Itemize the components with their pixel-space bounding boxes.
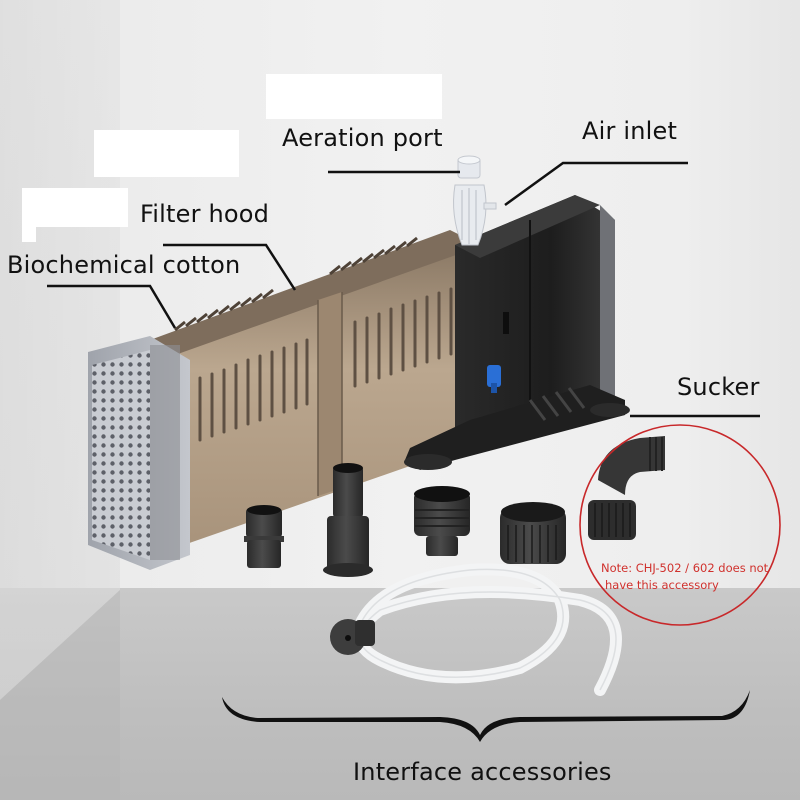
air-tube bbox=[354, 563, 622, 696]
note-line-1: Note: CHJ-502 / 602 does not bbox=[601, 561, 769, 575]
red-circle-highlight bbox=[579, 424, 781, 626]
label-aeration-port: Aeration port bbox=[282, 124, 443, 152]
redaction-box bbox=[22, 188, 128, 227]
sucker-base bbox=[404, 385, 630, 470]
label-sucker: Sucker bbox=[677, 373, 760, 401]
aeration-port-fitting bbox=[453, 155, 497, 246]
note-line-2: have this accessory bbox=[605, 578, 719, 592]
label-biochemical-cotton: Biochemical cotton bbox=[7, 251, 241, 279]
curly-brace bbox=[222, 690, 750, 742]
accessory-note: Note: CHJ-502 / 602 does not have this a… bbox=[601, 560, 768, 594]
callout-lines bbox=[47, 161, 760, 418]
motor-housing bbox=[455, 195, 615, 445]
intake-end-cap bbox=[88, 336, 190, 570]
redaction-box bbox=[22, 226, 36, 242]
accessory-short-barb bbox=[244, 505, 284, 568]
label-interface-accessories: Interface accessories bbox=[353, 758, 612, 786]
elbow-connector bbox=[588, 436, 665, 540]
air-regulator bbox=[330, 619, 375, 655]
accessory-threaded-nut bbox=[500, 502, 566, 564]
label-air-inlet: Air inlet bbox=[582, 117, 678, 145]
label-filter-hood: Filter hood bbox=[140, 200, 270, 228]
filter-body bbox=[150, 230, 490, 548]
accessory-threaded-adapter bbox=[414, 486, 470, 556]
redaction-box bbox=[94, 130, 239, 177]
redaction-box bbox=[266, 74, 442, 119]
accessory-long-barb bbox=[323, 463, 373, 577]
